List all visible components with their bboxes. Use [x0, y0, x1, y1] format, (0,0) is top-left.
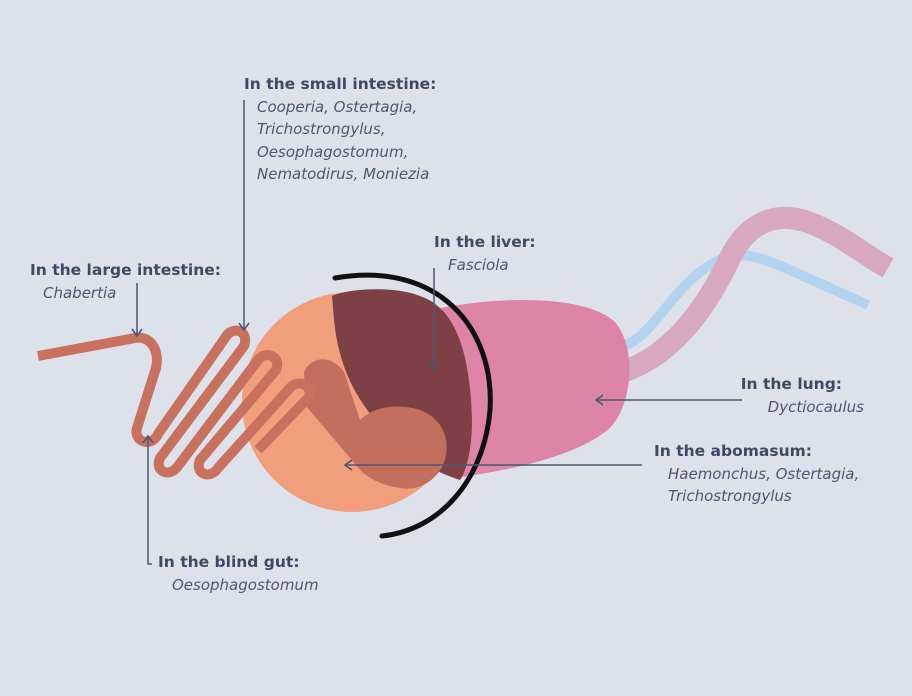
parasites-lung: Dyctiocaulus	[741, 396, 864, 419]
parasites-small-intestine: Cooperia, Ostertagia, Trichostrongylus, …	[244, 96, 436, 186]
label-abomasum: In the abomasum: Haemonchus, Ostertagia,…	[654, 440, 859, 508]
label-liver: In the liver: Fasciola	[434, 231, 536, 276]
parasites-large-intestine: Chabertia	[30, 282, 221, 305]
heading-large-intestine: In the large intestine:	[30, 259, 221, 282]
heading-blind-gut: In the blind gut:	[158, 551, 319, 574]
esophagus	[618, 255, 868, 348]
pointer-blind-gut	[148, 436, 152, 564]
heading-liver: In the liver:	[434, 231, 536, 254]
parasites-abomasum: Haemonchus, Ostertagia, Trichostrongylus	[654, 463, 859, 508]
label-small-intestine: In the small intestine: Cooperia, Ostert…	[244, 73, 436, 186]
heading-abomasum: In the abomasum:	[654, 440, 859, 463]
heading-small-intestine: In the small intestine:	[244, 73, 436, 96]
label-large-intestine: In the large intestine: Chabertia	[30, 259, 221, 304]
label-blind-gut: In the blind gut: Oesophagostomum	[158, 551, 319, 596]
parasites-blind-gut: Oesophagostomum	[158, 574, 319, 597]
heading-lung: In the lung:	[741, 373, 864, 396]
label-lung: In the lung: Dyctiocaulus	[741, 373, 864, 418]
parasites-liver: Fasciola	[434, 254, 536, 277]
